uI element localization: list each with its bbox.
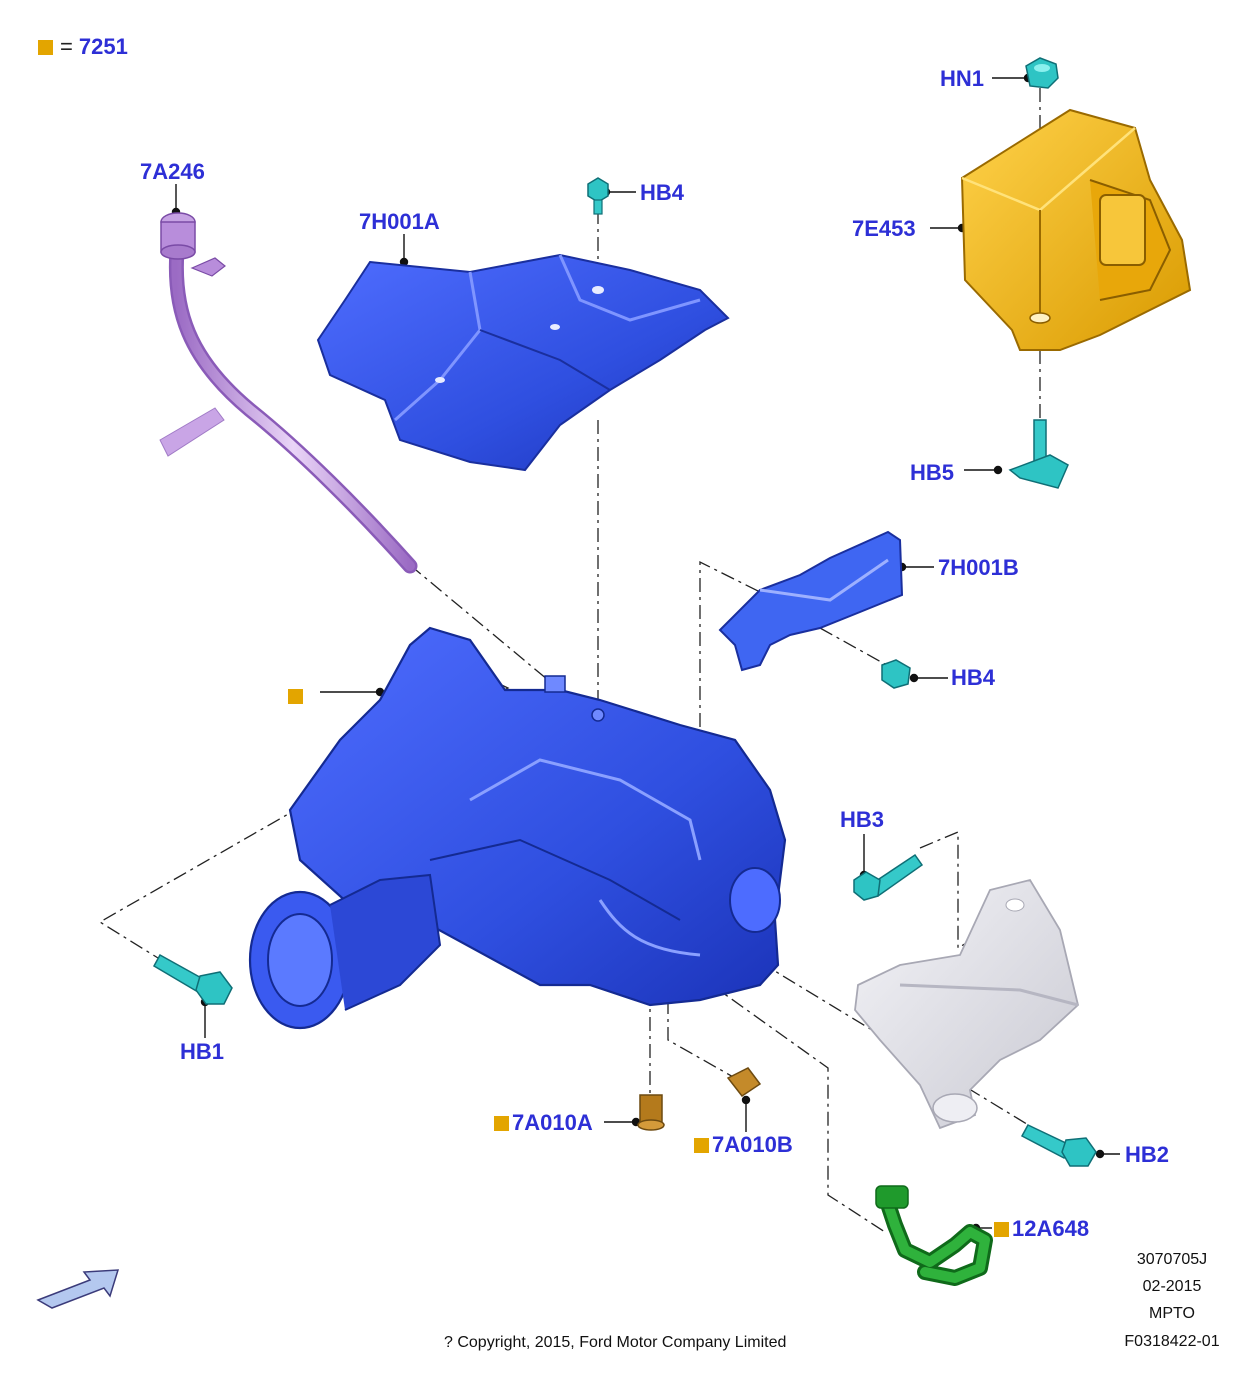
meta-line-2: 02-2015 — [1142, 1278, 1202, 1295]
control-module-7e453 — [960, 108, 1192, 351]
fill-plug-7a010b — [726, 1067, 762, 1098]
square-icon — [694, 1138, 709, 1153]
label-7e453: 7E453 — [852, 216, 916, 241]
legend-code: 7251 — [78, 34, 128, 59]
dipstick-tube-7a246 — [159, 212, 418, 574]
square-icon — [994, 1222, 1009, 1237]
bracket-7h001b — [718, 530, 904, 672]
label-7a010a: 7A010A — [512, 1110, 593, 1135]
drain-plug-7a010a — [637, 1094, 665, 1131]
label-7h001b: 7H001B — [938, 555, 1019, 580]
label-hb2: HB2 — [1125, 1142, 1170, 1167]
label-hb4-top: HB4 — [640, 180, 685, 205]
mount-bracket-grey — [854, 878, 1079, 1130]
meta-line-3: MPTO — [1149, 1305, 1195, 1322]
meta-line-4: F0318422-01 — [1124, 1333, 1220, 1350]
housing-legend-marker — [288, 685, 306, 707]
transfer-case-housing — [248, 626, 787, 1030]
fastener-hn1 — [1025, 57, 1059, 89]
label-12a648-wrap: 12A648 — [994, 1218, 1089, 1240]
heat-shield-7h001a — [316, 253, 730, 472]
legend-equals: = — [60, 34, 73, 59]
label-hb4-mid: HB4 — [951, 665, 996, 690]
label-hb1: HB1 — [180, 1039, 225, 1064]
label-hn1: HN1 — [940, 66, 985, 91]
label-7a010b: 7A010B — [712, 1132, 793, 1157]
direction-arrow — [36, 1269, 120, 1309]
label-7a010a-wrap: 7A010A — [494, 1112, 593, 1134]
fastener-hb4-top — [587, 177, 609, 215]
legend: =7251 — [38, 36, 128, 58]
copyright-notice: ? Copyright, 2015, Ford Motor Company Li… — [444, 1334, 787, 1351]
label-7a246: 7A246 — [140, 159, 205, 184]
label-hb5: HB5 — [910, 460, 955, 485]
legend-square-icon — [38, 40, 53, 55]
fastener-hb5 — [1008, 419, 1069, 489]
label-7a010b-wrap: 7A010B — [694, 1134, 793, 1156]
fastener-hb2 — [1020, 1124, 1097, 1167]
fastener-hb3 — [853, 853, 924, 901]
fastener-hb1 — [152, 953, 233, 1005]
label-7h001a: 7H001A — [359, 209, 440, 234]
fastener-hb4-mid — [881, 659, 911, 689]
housing-square-icon — [288, 689, 303, 704]
square-icon — [494, 1116, 509, 1131]
meta-line-1: 3070705J — [1136, 1251, 1208, 1268]
label-12a648: 12A648 — [1012, 1216, 1090, 1241]
label-hb3: HB3 — [840, 807, 885, 832]
wiring-harness-12a648 — [875, 1185, 993, 1286]
